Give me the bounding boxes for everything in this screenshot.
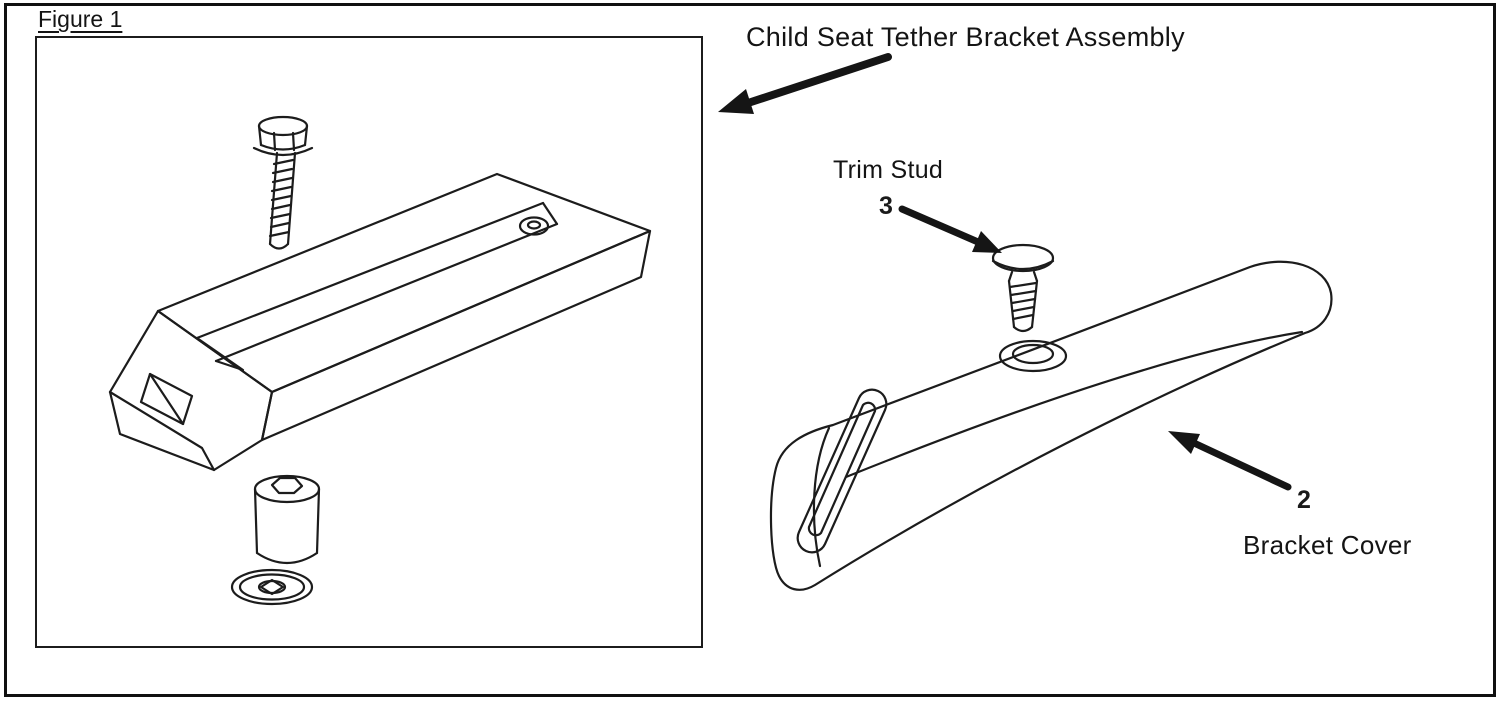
trim-stud-arrow: [898, 205, 1002, 253]
bracket-cover-number: 2: [1297, 486, 1311, 514]
washer-drawing: [230, 568, 314, 606]
figure-box: [35, 36, 703, 648]
trim-stud-number: 3: [879, 192, 893, 220]
figure-label: Figure 1: [38, 6, 123, 32]
tether-bracket-drawing: [108, 172, 652, 472]
tether-bracket-assembly-drawing: [108, 115, 652, 606]
bracket-cover-label: Bracket Cover: [1243, 530, 1412, 560]
bracket-cover-drawing: [769, 260, 1333, 591]
trim-stud-label: Trim Stud: [833, 156, 944, 184]
callout-arrows: [718, 53, 1292, 491]
bracket-cover-arrow: [1168, 431, 1292, 491]
bracket-cover-assembly-drawing: [769, 243, 1333, 591]
hex-bolt-drawing: [252, 115, 314, 250]
trim-stud-drawing: [991, 243, 1055, 333]
spacer-drawing: [253, 474, 321, 564]
assembly-label: Child Seat Tether Bracket Assembly: [746, 22, 1185, 52]
assembly-arrow: [718, 53, 892, 114]
